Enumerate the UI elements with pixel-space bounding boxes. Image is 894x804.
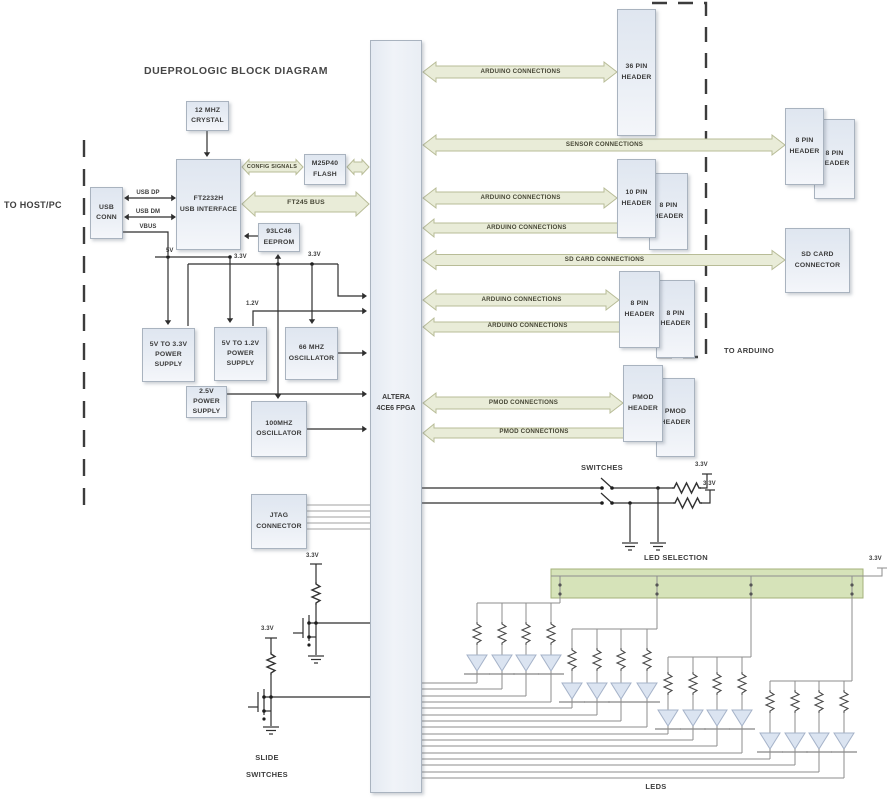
v12-label: 1.2V [246,301,259,307]
block-5v-to-1v2-supply: 5V TO 1.2V POWER SUPPLY [214,327,267,381]
conn-label-arduino-3: ARDUINO CONNECTIONS [486,224,567,231]
conn-label-arduino-5: ARDUINO CONNECTIONS [487,322,568,329]
block-altera-fpga [370,40,422,793]
page-title: DUEPROLOGIC BLOCK DIAGRAM [144,65,328,77]
block-5v-to-3v3-supply: 5V TO 3.3V POWER SUPPLY [142,328,195,382]
v33-label-switch-2: 3.3V [703,481,716,487]
usb-dp-label: USB DP [136,190,160,196]
block-altera-fpga-label: ALTERA 4CE6 FPGA [376,394,416,413]
usb-dm-label: USB DM [135,209,161,215]
slide-switches-label: SLIDE SWITCHES [246,753,288,779]
block-sd-card-connector: SD CARD CONNECTOR [785,228,850,293]
switches-label: SWITCHES [581,463,623,472]
block-2v5-supply: 2.5V POWER SUPPLY [186,386,227,418]
block-100mhz-oscillator: 100MHZ OSCILLATOR [251,401,307,457]
block-8pin-header-sensor-1: 8 PIN HEADER [785,108,824,185]
v33-label-2: 3.3V [308,252,321,258]
to-host-pc-label: TO HOST/PC [4,200,62,210]
conn-label-arduino-4: ARDUINO CONNECTIONS [481,296,562,303]
conn-label-ft245-bus: FT245 BUS [287,199,325,206]
block-pmod-header-1: PMOD HEADER [623,365,663,442]
block-36pin-header: 36 PIN HEADER [617,9,656,136]
block-8pin-header-low-2: 8 PIN HEADER [656,280,695,358]
vbus-label: VBUS [139,224,157,230]
v5-label: 5V [166,248,174,254]
v33-label-switch-1: 3.3V [695,462,708,468]
block-8pin-header-low-1: 8 PIN HEADER [619,271,660,348]
v33-label-leds: 3.3V [869,556,882,562]
conn-label-arduino-1: ARDUINO CONNECTIONS [480,68,561,75]
v33-label-slide-1: 3.3V [306,553,319,559]
conn-label-pmod-1: PMOD CONNECTIONS [488,399,559,406]
conn-label-sensor: SENSOR CONNECTIONS [565,141,644,148]
conn-label-arduino-2: ARDUINO CONNECTIONS [480,194,561,201]
to-arduino-label: TO ARDUINO [724,346,775,355]
block-66mhz-oscillator: 66 MHZ OSCILLATOR [285,327,338,380]
block-93lc46-eeprom: 93LC46 EEPROM [258,223,300,252]
v33-label-slide-2: 3.3V [261,626,274,632]
block-m25p40-flash: M25P40 FLASH [304,154,346,185]
block-12mhz-crystal: 12 MHZ CRYSTAL [186,101,229,131]
block-ft2232h-usb-interface: FT2232H USB INTERFACE [176,159,241,250]
block-usb-conn: USB CONN [90,187,123,239]
leds-label: LEDS [645,782,667,791]
block-jtag-connector: JTAG CONNECTOR [251,494,307,549]
v33-label-1: 3.3V [234,254,247,260]
led-selection-label: LED SELECTION [644,553,708,562]
conn-label-config-signals: CONFIG SIGNALS [246,164,298,170]
block-10pin-header: 10 PIN HEADER [617,159,656,238]
conn-label-sd-card: SD CARD CONNECTIONS [564,256,645,263]
conn-label-pmod-2: PMOD CONNECTIONS [499,428,569,435]
